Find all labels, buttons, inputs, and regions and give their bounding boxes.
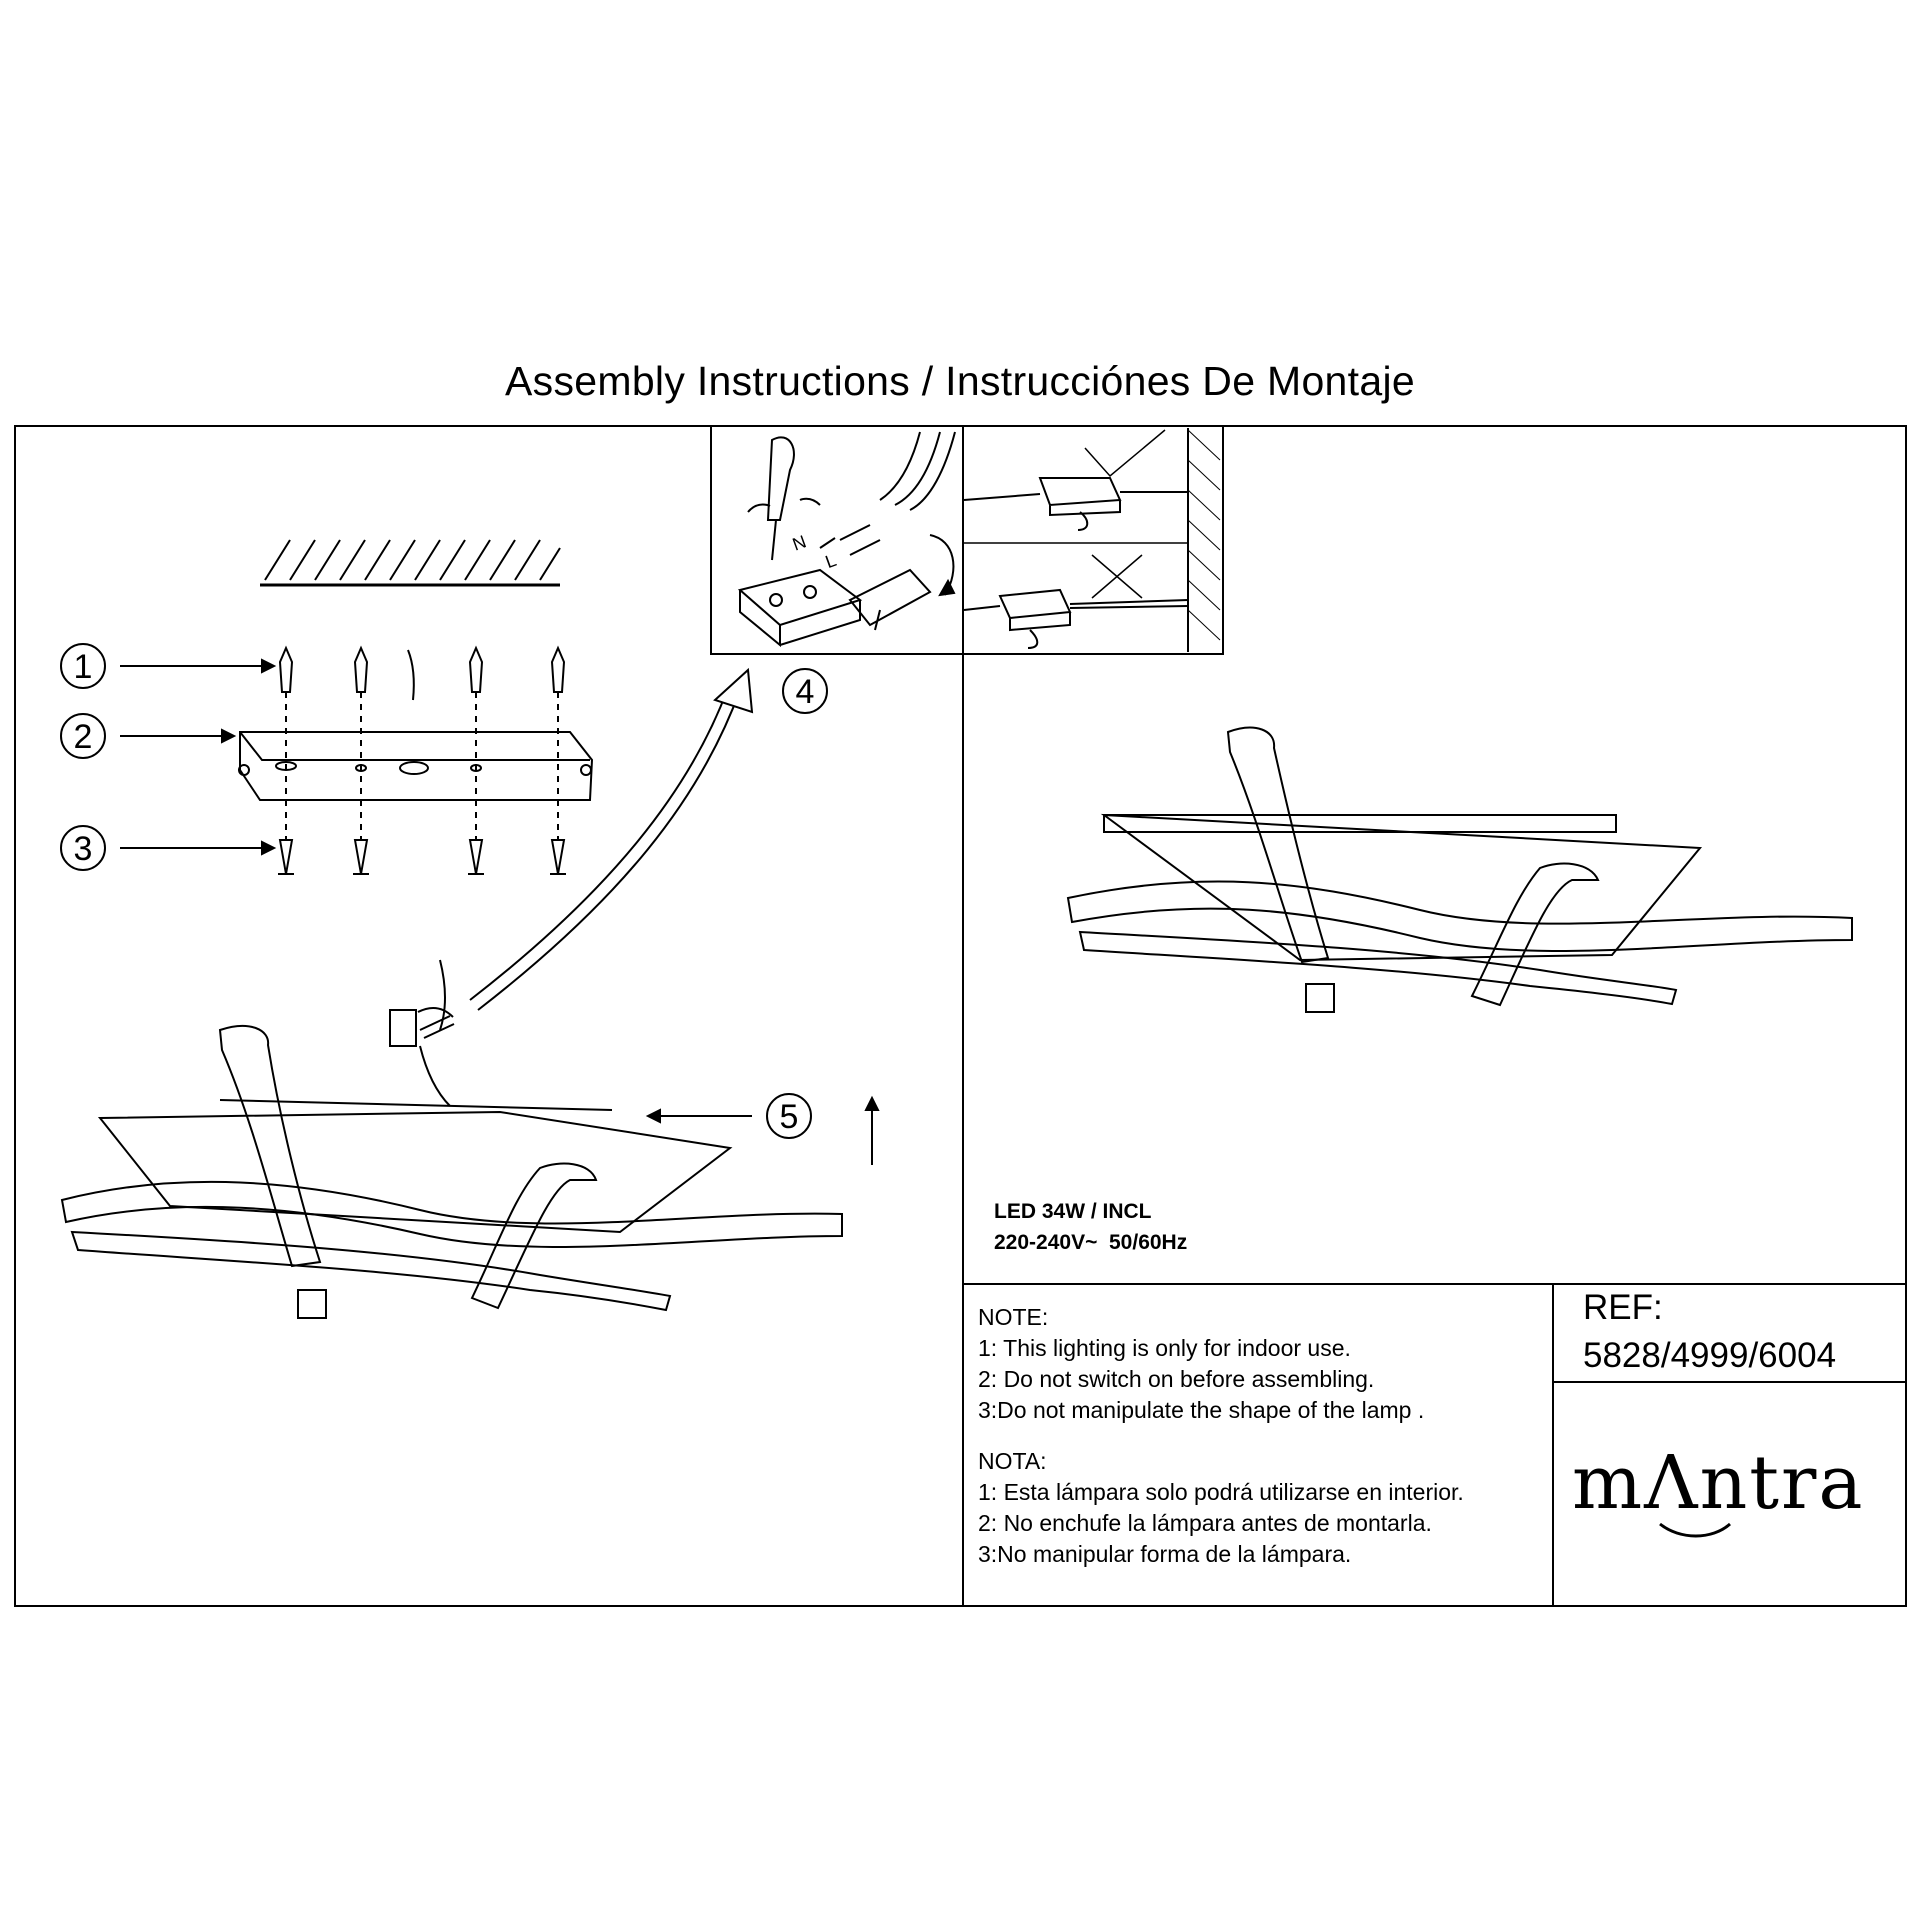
callout-5: 5 [766, 1093, 812, 1139]
callout-1: 1 [60, 643, 106, 689]
cross-icon [1091, 554, 1143, 599]
lamp-drawing-right [1066, 726, 1853, 1013]
callout-3: 3 [60, 825, 106, 871]
arrow-icon [477, 689, 741, 1011]
brand-logo: mΛntra [1572, 1440, 1865, 1526]
divider-ref-brand [1552, 1381, 1907, 1383]
screws [278, 839, 566, 875]
note-english-item-2: 2: Do not switch on before assembling. [978, 1366, 1375, 1392]
divider-notes-top [962, 1283, 1907, 1285]
callout-4: 4 [782, 668, 828, 714]
spec-power: LED 34W / INCL [994, 1200, 1152, 1223]
wall-plugs [278, 645, 566, 701]
wire-placement-drawing [963, 428, 1221, 652]
wiring-inset-drawing [737, 431, 956, 648]
screwdriver-icon [766, 436, 795, 521]
note-english: NOTE: 1: This lighting is only for indoo… [978, 1302, 1424, 1426]
reference-label: REF: [1583, 1288, 1663, 1327]
leader-arrows [120, 658, 880, 1165]
mounting-bracket [238, 731, 594, 801]
divider-ref [1552, 1283, 1554, 1607]
check-icon [1084, 429, 1166, 478]
callout-2: 2 [60, 713, 106, 759]
page-title: Assembly Instructions / Instrucciónes De… [505, 358, 1415, 404]
lamp-drawing-left [60, 959, 843, 1319]
reference-value: 5828/4999/6004 [1583, 1336, 1837, 1375]
note-spanish-item-1: 1: Esta lámpara solo podrá utilizarse en… [978, 1479, 1464, 1505]
divider-center [962, 425, 964, 1607]
ceiling-hatch [260, 539, 561, 587]
note-spanish: NOTA: 1: Esta lámpara solo podrá utiliza… [978, 1446, 1464, 1570]
note-english-item-3: 3:Do not manipulate the shape of the lam… [978, 1397, 1425, 1423]
note-spanish-heading: NOTA: [978, 1448, 1047, 1474]
spec-voltage: 220-240V~ 50/60Hz [994, 1231, 1188, 1254]
note-spanish-item-3: 3:No manipular forma de la lámpara. [978, 1541, 1352, 1567]
note-english-item-1: 1: This lighting is only for indoor use. [978, 1335, 1351, 1361]
note-spanish-item-2: 2: No enchufe la lámpara antes de montar… [978, 1510, 1432, 1536]
wire-placement-inset [962, 425, 1224, 655]
note-english-heading: NOTE: [978, 1304, 1049, 1330]
wiring-inset [710, 425, 964, 655]
